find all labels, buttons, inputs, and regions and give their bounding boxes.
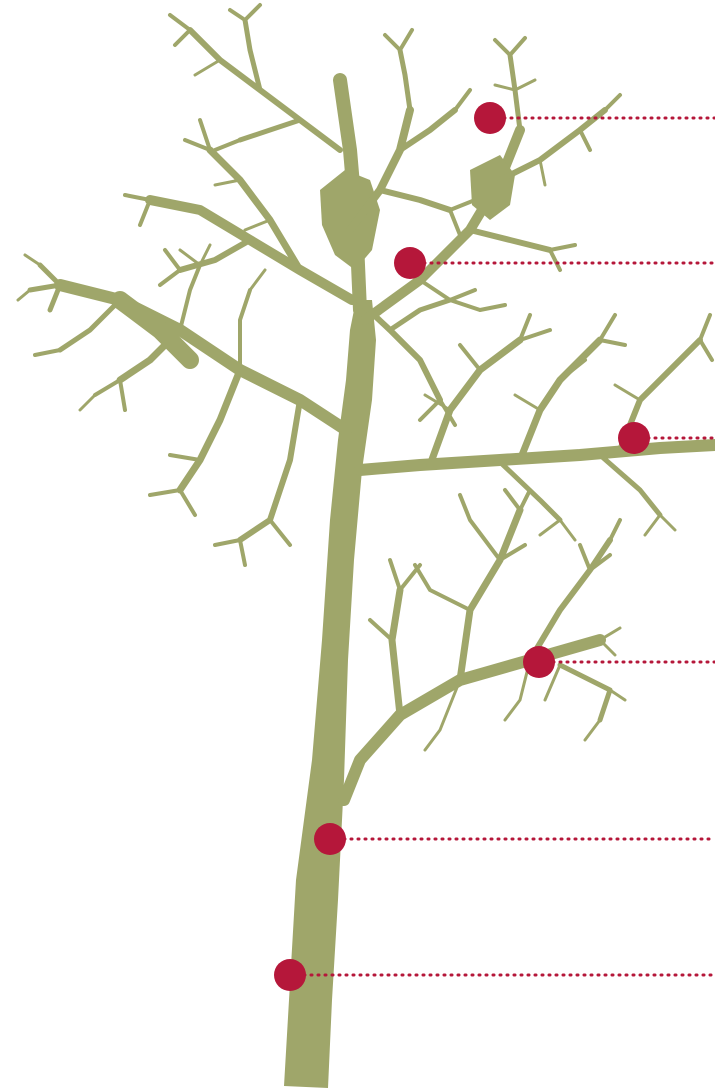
- callout-marker-5[interactable]: [314, 823, 346, 855]
- branch-lower-right: [344, 490, 625, 800]
- branch-upper-left: [125, 5, 352, 300]
- branch-left: [18, 245, 346, 565]
- branch-right: [360, 315, 715, 540]
- callout-marker-4[interactable]: [523, 646, 555, 678]
- fennel-plant-icon: [18, 5, 715, 1088]
- callout-marker-6[interactable]: [274, 959, 306, 991]
- callout-marker-2[interactable]: [394, 247, 426, 279]
- callout-marker-1[interactable]: [474, 102, 506, 134]
- callout-marker-3[interactable]: [618, 422, 650, 454]
